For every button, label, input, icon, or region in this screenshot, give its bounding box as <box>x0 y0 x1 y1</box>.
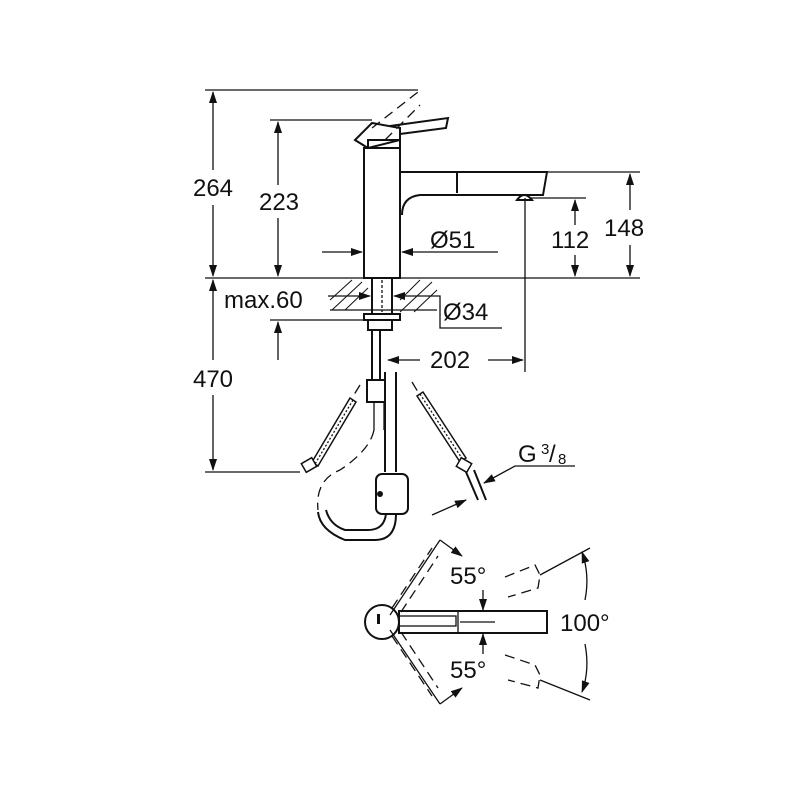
pull-out-hose-weight <box>317 429 409 541</box>
dim-lever-height: 223 <box>259 189 299 216</box>
angle-lower: 55° <box>450 657 486 684</box>
dimension-lines <box>209 91 634 516</box>
angle-total: 100° <box>560 610 610 637</box>
dim-spout-reach: 202 <box>430 347 470 374</box>
extension-lines <box>205 89 640 473</box>
dim-hole-diameter: Ø34 <box>443 299 488 326</box>
thread-slash: / <box>549 441 556 468</box>
dim-under-deck-length: 470 <box>193 366 233 393</box>
faucet-top-view <box>364 539 591 705</box>
dim-aerator-height: 112 <box>551 227 589 254</box>
thread-letter: G <box>518 441 537 468</box>
supply-hose-right <box>411 381 487 501</box>
supply-hose-left <box>300 384 361 474</box>
deck-hatching <box>329 279 438 313</box>
dim-body-diameter: Ø51 <box>430 227 475 254</box>
angle-upper: 55° <box>450 563 486 590</box>
thread-numerator: 3 <box>541 441 549 458</box>
dim-deck-thickness: max.60 <box>224 287 303 314</box>
dim-total-height: 264 <box>193 175 233 202</box>
dim-connection-thread: G 3 / 8 <box>518 441 566 468</box>
faucet-side-view <box>300 91 549 541</box>
dim-spout-height: 148 <box>604 215 644 242</box>
thread-denominator: 8 <box>558 451 566 468</box>
